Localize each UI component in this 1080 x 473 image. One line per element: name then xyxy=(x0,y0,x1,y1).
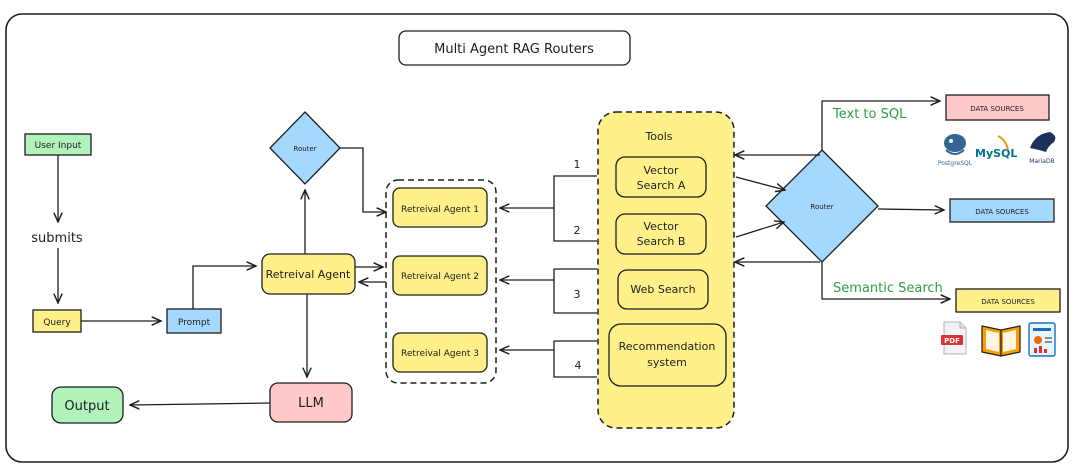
agent1-label: Retreival Agent 1 xyxy=(401,205,479,215)
vector-b-line2: Search B xyxy=(637,235,686,248)
ds1-label: DATA SOURCES xyxy=(970,105,1024,113)
llm-label: LLM xyxy=(298,396,324,411)
agent3-label: Retreival Agent 3 xyxy=(401,349,479,359)
router-right-label: Router xyxy=(810,203,833,211)
edge-router-ds3 xyxy=(821,262,950,299)
mysql-label: MySQL xyxy=(975,147,1017,160)
mysql-logo: MySQL xyxy=(975,135,1017,160)
node-ds2: DATA SOURCES xyxy=(949,198,1055,223)
web-search-label: Web Search xyxy=(630,283,695,296)
query-label: Query xyxy=(43,318,71,328)
node-ds1: DATA SOURCES xyxy=(945,94,1050,121)
book-icon xyxy=(981,325,1021,357)
edge-label-4: 4 xyxy=(575,359,582,372)
edge-router-ds2 xyxy=(877,209,944,210)
rec-line1: Recommendation xyxy=(619,340,716,353)
bracket-web-tools xyxy=(553,268,597,314)
user-input-label: User Input xyxy=(35,141,82,151)
rec-line2: system xyxy=(647,356,687,369)
edge-label-1: 1 xyxy=(574,158,581,171)
retrieval-agent-label: Retreival Agent xyxy=(266,268,351,281)
edge-router-ds1 xyxy=(821,101,940,150)
title-box: Multi Agent RAG Routers xyxy=(398,30,631,66)
mariadb-label: MariaDB xyxy=(1029,158,1054,165)
pdf-label: PDF xyxy=(944,337,960,345)
edge-tools-router-a xyxy=(735,176,785,190)
node-agent2: Retreival Agent 2 xyxy=(392,255,488,296)
ds3-label: DATA SOURCES xyxy=(981,298,1035,306)
node-router-top: Router xyxy=(269,111,341,185)
node-agent3: Retreival Agent 3 xyxy=(392,332,488,373)
submits-label: submits xyxy=(31,231,83,246)
node-prompt: Prompt xyxy=(166,308,222,334)
vector-a-line1: Vector xyxy=(643,164,679,177)
node-recommendation: Recommendation system xyxy=(608,323,727,387)
node-query: Query xyxy=(32,309,82,333)
edge-tools-router-b xyxy=(735,222,784,238)
postgres-label: PostgreSQL xyxy=(938,160,973,167)
bracket-rec-tools xyxy=(553,340,597,378)
node-retrieval-agent: Retreival Agent xyxy=(261,253,356,295)
diagram-title: Multi Agent RAG Routers xyxy=(434,42,594,57)
agents-group xyxy=(385,179,497,384)
router-top-label: Router xyxy=(293,145,316,153)
vector-a-line2: Search A xyxy=(637,179,686,192)
output-label: Output xyxy=(64,399,109,414)
tools-title: Tools xyxy=(644,130,672,143)
node-vector-search-a: Vector Search A xyxy=(615,156,707,198)
node-user-input: User Input xyxy=(24,133,92,156)
vector-b-line1: Vector xyxy=(643,220,679,233)
node-output: Output xyxy=(51,386,124,424)
node-llm: LLM xyxy=(269,382,353,423)
postgresql-logo: PostgreSQL xyxy=(938,134,973,167)
text-to-sql-label: Text to SQL xyxy=(832,107,907,122)
edge-router-agent1 xyxy=(340,147,386,212)
node-web-search: Web Search xyxy=(617,269,709,310)
agent2-label: Retreival Agent 2 xyxy=(401,272,479,282)
mariadb-logo: MariaDB xyxy=(1029,132,1056,165)
edge-llm-output xyxy=(130,403,271,405)
ds2-label: DATA SOURCES xyxy=(975,208,1029,216)
pdf-icon: PDF xyxy=(941,321,967,355)
edge-prompt-agent xyxy=(192,266,256,309)
semantic-search-label: Semantic Search xyxy=(833,281,943,296)
edge-label-2: 2 xyxy=(574,224,581,237)
report-icon xyxy=(1028,322,1056,357)
edge-label-3: 3 xyxy=(574,288,581,301)
node-vector-search-b: Vector Search B xyxy=(615,213,707,255)
node-agent1: Retreival Agent 1 xyxy=(392,187,488,228)
diagram-frame xyxy=(5,13,1069,463)
prompt-label: Prompt xyxy=(178,318,211,328)
node-ds3: DATA SOURCES xyxy=(955,288,1061,313)
